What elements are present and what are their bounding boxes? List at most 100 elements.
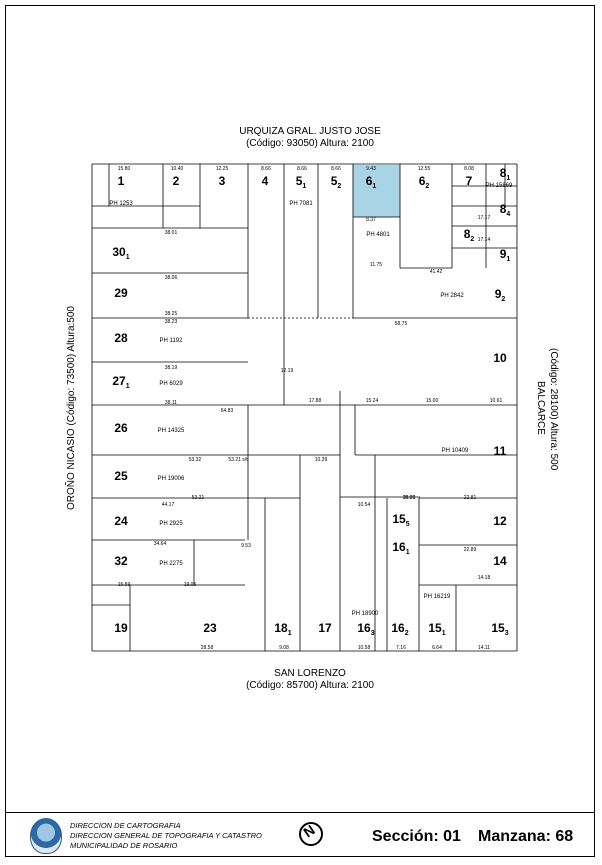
dimension-label: 10.58 — [358, 645, 371, 651]
dimension-label: 15.24 — [366, 398, 379, 404]
lot-8-4-label: 84 — [500, 202, 511, 218]
lot-ph-label: PH 2275 — [159, 561, 183, 567]
dimension-label: 38.25 — [165, 311, 178, 317]
lot-8-2-label: 82 — [464, 227, 475, 243]
lot-12-label: 12 — [493, 514, 507, 528]
dimension-label: 38.06 — [165, 275, 178, 281]
dimension-label: 38.01 — [165, 230, 178, 236]
lot-10-label: 10 — [493, 351, 507, 365]
lot-9-2-label: 92 — [495, 287, 506, 303]
lot-24-label: 24 — [114, 514, 128, 528]
lot-ph-label: PH 2925 — [159, 521, 183, 527]
lot-5-2-label: 52 — [331, 174, 342, 190]
lot-23-label: 23 — [203, 621, 217, 635]
dimension-label: 22.81 — [464, 495, 477, 501]
lot-2-label: 2 — [173, 174, 180, 188]
dimension-label: 58.75 — [395, 321, 408, 327]
dimension-label: 15.80 — [118, 166, 131, 172]
lot-ph-label: PH 14325 — [158, 428, 185, 434]
dimension-label: 10.40 — [171, 166, 184, 172]
dimension-label: 9.08 — [279, 645, 289, 651]
lot-4-label: 4 — [262, 174, 269, 188]
dimension-label: 34.64 — [154, 541, 167, 547]
street-south-code: (Código: 85700) Altura: 2100 — [246, 680, 374, 691]
lot-6-1-label: 61 — [366, 174, 377, 190]
lot-16-1-label: 161 — [392, 540, 409, 556]
dimension-label: 8.66 — [261, 166, 271, 172]
lot-ph-label: PH 1253 — [109, 201, 133, 207]
dimension-label: 10.39 — [315, 457, 328, 463]
lot-ph-label: PH 2842 — [440, 293, 464, 299]
lot-ph-label: PH 16219 — [424, 594, 451, 600]
dimension-label: 12.19 — [281, 368, 294, 374]
lot-1-label: 1 — [118, 174, 125, 188]
dimension-label: 28.58 — [201, 645, 214, 651]
dimension-label: 15.59 — [118, 582, 131, 588]
dimension-label: 8.66 — [331, 166, 341, 172]
lot-6-2-label: 62 — [419, 174, 430, 190]
dimension-label: 38.19 — [165, 365, 178, 371]
dimension-label: 14.18 — [478, 575, 491, 581]
lot-19-label: 19 — [114, 621, 128, 635]
dimension-label: 14.11 — [478, 645, 490, 651]
lot-14-label: 14 — [493, 554, 507, 568]
street-north-code: (Código: 93050) Altura: 2100 — [246, 138, 374, 149]
lot-27-1-label: 271 — [112, 374, 129, 390]
dimension-label: 8.08 — [464, 166, 474, 172]
dimension-label: 9.43 — [366, 166, 376, 172]
lot-ph-label: PH 6029 — [159, 381, 183, 387]
lot-30-1-label: 301 — [112, 245, 129, 261]
dimension-label: 19.05 — [184, 582, 197, 588]
footer-line-3: MUNICIPALIDAD DE ROSARIO — [70, 841, 178, 850]
dimension-label: 6.64 — [432, 645, 442, 651]
lot-28-label: 28 — [114, 331, 128, 345]
north-arrow-icon: N — [299, 822, 323, 846]
lot-6-1-highlight — [353, 165, 400, 217]
lot-15-5-label: 155 — [392, 512, 409, 528]
lot-ph-label: PH 15869 — [486, 183, 513, 189]
dimension-label: 53.21 s/t — [228, 457, 248, 463]
dimension-label: 8.37 — [366, 217, 376, 223]
street-north-name: URQUIZA GRAL. JUSTO JOSE — [239, 126, 381, 137]
dimension-label: 17.17 — [478, 215, 491, 221]
footer-line-1: DIRECCION DE CARTOGRAFIA — [70, 821, 181, 830]
lot-ph-label: PH 19006 — [158, 476, 185, 482]
lot-5-1-label: 51 — [296, 174, 307, 190]
dimension-label: 17.88 — [309, 398, 322, 404]
dimension-label: 44.17 — [162, 502, 175, 508]
dimension-label: 8.66 — [297, 166, 307, 172]
lot-11-label: 11 — [494, 444, 507, 458]
dimension-label: 41.42 — [430, 269, 443, 275]
municipal-seal-icon — [30, 818, 62, 854]
lot-ph-label: PH 7081 — [289, 201, 313, 207]
dimension-label: 53.21 — [192, 495, 205, 501]
dimension-label: 17.14 — [478, 237, 491, 243]
lot-17-label: 17 — [318, 621, 332, 635]
dimension-label: 15.00 — [426, 398, 439, 404]
dimension-label: 12.25 — [216, 166, 229, 172]
lot-16-3-label: 163 — [357, 621, 374, 637]
lot-15-3-label: 153 — [491, 621, 508, 637]
dimension-label: 10.61 — [490, 398, 503, 404]
lot-8-1-label: 81 — [500, 166, 511, 182]
dimension-label: 39.09 — [403, 495, 416, 501]
lot-25-label: 25 — [114, 469, 128, 483]
lot-29-label: 29 — [114, 286, 128, 300]
lot-32-label: 32 — [114, 554, 128, 568]
map-frame — [5, 5, 595, 857]
manzana-label: Manzana: 68 — [478, 828, 574, 845]
dimension-label: 38.09 — [403, 495, 416, 501]
lot-18-1-label: 181 — [274, 621, 291, 637]
dimension-label: 11.75 — [370, 262, 382, 268]
dimension-label: 64.83 — [221, 408, 234, 414]
seccion-label: Sección: 01 — [372, 828, 461, 845]
footer-divider — [5, 812, 595, 813]
lot-3-label: 3 — [219, 174, 226, 188]
lot-16-2-label: 162 — [391, 621, 408, 637]
dimension-label: 7.16 — [396, 645, 406, 651]
dimension-label: 38.23 — [165, 319, 178, 325]
dimension-label: 9.53 — [241, 543, 251, 549]
street-south-name: SAN LORENZO — [274, 668, 346, 679]
lot-ph-label: PH 1192 — [160, 338, 184, 344]
